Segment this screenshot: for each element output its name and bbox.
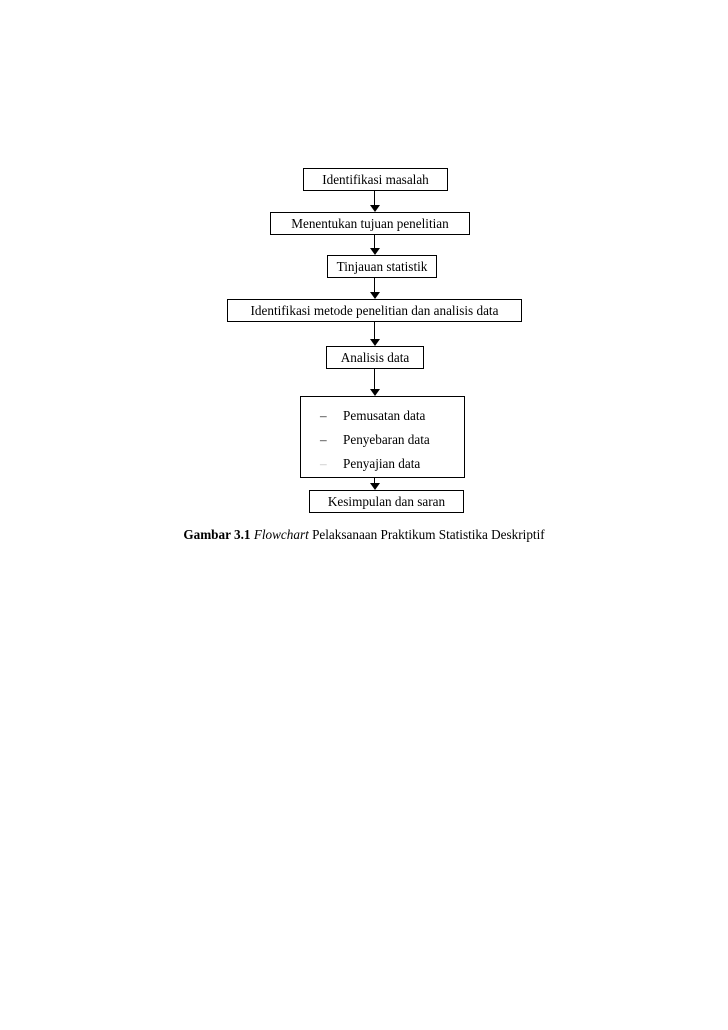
connector-line-1 [374, 191, 375, 206]
arrow-down-icon-3 [370, 292, 380, 299]
connector-line-4 [374, 322, 375, 340]
list-item-label: Penyajian data [343, 456, 421, 471]
list-item: – Penyebaran data [301, 428, 464, 452]
connector-line-3 [374, 278, 375, 293]
node-label: Analisis data [340, 350, 410, 365]
caption-text: Pelaksanaan Praktikum Statistika Deskrip… [312, 527, 545, 542]
connector-line-6 [374, 478, 375, 484]
arrow-down-icon-4 [370, 339, 380, 346]
caption-emphasis: Flowchart [253, 527, 309, 542]
node-label: Tinjauan statistik [336, 259, 428, 274]
arrow-down-icon-1 [370, 205, 380, 212]
dash-bullet-icon: – [320, 432, 327, 447]
connector-line-5 [374, 369, 375, 390]
node-label: Identifikasi masalah [322, 172, 429, 187]
figure-number: Gambar 3.1 [183, 527, 251, 542]
node-label: Menentukan tujuan penelitian [291, 216, 449, 231]
arrow-down-icon-2 [370, 248, 380, 255]
arrow-down-icon-5 [370, 389, 380, 396]
node-label: Kesimpulan dan saran [327, 494, 446, 509]
flowchart-diagram: Identifikasi masalah Menentukan tujuan p… [227, 168, 522, 513]
flowchart-node-identifikasi-metode-penelitian: Identifikasi metode penelitian dan anali… [227, 299, 522, 322]
flowchart-node-tinjauan-statistik: Tinjauan statistik [327, 255, 437, 278]
list-item-label: Penyebaran data [343, 432, 430, 447]
flowchart-node-analisis-data: Analisis data [326, 346, 424, 369]
flowchart-node-kesimpulan-dan-saran: Kesimpulan dan saran [309, 490, 464, 513]
list-item-label: Pemusatan data [343, 408, 426, 423]
list-item: – Penyajian data [301, 452, 464, 476]
node-label: Identifikasi metode penelitian dan anali… [250, 303, 499, 318]
dash-bullet-icon: – [320, 456, 327, 471]
flowchart-node-analisis-sublist: – Pemusatan data – Penyebaran data – Pen… [300, 396, 465, 478]
flowchart-node-identifikasi-masalah: Identifikasi masalah [303, 168, 448, 191]
dash-bullet-icon: – [320, 408, 327, 423]
connector-line-2 [374, 235, 375, 249]
flowchart-node-menentukan-tujuan-penelitian: Menentukan tujuan penelitian [270, 212, 470, 235]
figure-caption: Gambar 3.1 Flowchart Pelaksanaan Praktik… [0, 526, 728, 543]
arrow-down-icon-6 [370, 483, 380, 490]
list-item: – Pemusatan data [301, 404, 464, 428]
